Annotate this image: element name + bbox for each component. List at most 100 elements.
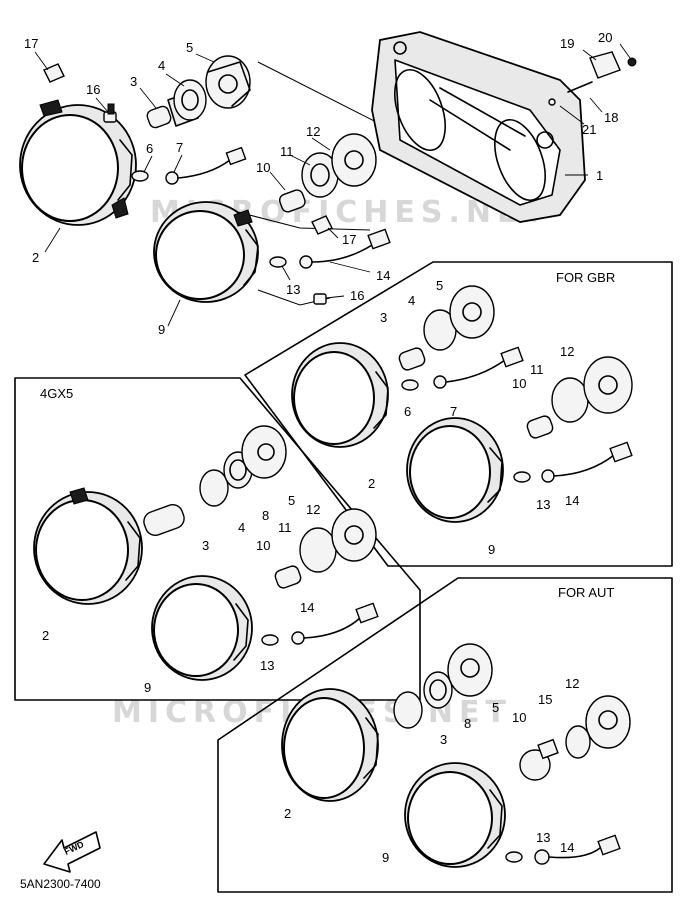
gx5-box-label: 4GX5 <box>40 386 73 401</box>
gx5-part-number-13: 13 <box>260 658 274 673</box>
alignment-line <box>257 61 389 129</box>
aut-part-number-13: 13 <box>536 830 550 845</box>
leader-lines <box>34 43 631 327</box>
aut-part-number-10: 10 <box>512 710 526 725</box>
gx5-box <box>14 377 421 701</box>
wire-14 <box>299 228 391 269</box>
aut-headlight-2 <box>281 688 379 802</box>
position-bulb-13 <box>269 256 287 268</box>
part-number-16: 16 <box>86 82 100 97</box>
gbr-part-number-3: 3 <box>380 310 387 325</box>
aut-bulb-3 <box>393 691 423 729</box>
part-number-6: 6 <box>146 141 153 156</box>
bulb-10 <box>278 189 306 213</box>
gx5-bulb-3 <box>143 504 185 536</box>
gbr-headlight-9 <box>406 417 504 523</box>
gbr-wire-7 <box>433 346 524 389</box>
diagram-code: 5AN2300-7400 <box>20 877 101 891</box>
aut-part-number-9: 9 <box>382 850 389 865</box>
gbr-part-number-13: 13 <box>536 497 550 512</box>
part-number-2: 2 <box>32 250 39 265</box>
gbr-part-number-7: 7 <box>450 404 457 419</box>
gx5-part-number-9: 9 <box>144 680 151 695</box>
gx5-cover-5 <box>241 425 287 479</box>
gbr-part-number-9: 9 <box>488 542 495 557</box>
gbr-box-label: FOR GBR <box>556 270 615 285</box>
gx5-part-number-3: 3 <box>202 538 209 553</box>
gx5-bulb-13 <box>261 634 279 646</box>
gx5-part-number-12: 12 <box>306 502 320 517</box>
part-number-18: 18 <box>604 110 618 125</box>
gbr-bulb-6 <box>401 379 419 391</box>
gbr-cover-12 <box>583 356 633 414</box>
aut-cover-5 <box>447 643 493 697</box>
headlight-right-top <box>153 201 259 303</box>
aut-bulb-13 <box>505 851 523 863</box>
gbr-part-number-4: 4 <box>408 293 415 308</box>
part-number-16-b: 16 <box>350 288 364 303</box>
part-number-20: 20 <box>598 30 612 45</box>
aut-part-number-3: 3 <box>440 732 447 747</box>
gx5-part-number-2: 2 <box>42 628 49 643</box>
gx5-part-number-4: 4 <box>238 520 245 535</box>
part-number-4: 4 <box>158 58 165 73</box>
gbr-bulb-10 <box>526 415 554 439</box>
part-number-17: 17 <box>24 36 38 51</box>
clip-17 <box>43 63 65 83</box>
aut-ring-8 <box>423 671 453 709</box>
gx5-part-number-14: 14 <box>300 600 314 615</box>
alignment-line <box>229 209 371 231</box>
gbr-part-number-5: 5 <box>436 278 443 293</box>
gx5-headlight-2 <box>33 487 143 605</box>
position-bulb-6 <box>131 170 149 182</box>
wire-7 <box>165 146 247 185</box>
gbr-bulb-3 <box>398 347 426 371</box>
gx5-part-number-10: 10 <box>256 538 270 553</box>
part-number-9: 9 <box>158 322 165 337</box>
gbr-part-number-14: 14 <box>565 493 579 508</box>
gbr-part-number-2: 2 <box>368 476 375 491</box>
aut-part-number-8: 8 <box>464 716 471 731</box>
part-number-13: 13 <box>286 282 300 297</box>
gbr-box <box>244 261 673 567</box>
gbr-wire-14 <box>541 441 633 483</box>
gx5-part-number-8: 8 <box>262 508 269 523</box>
part-number-17-b: 17 <box>342 232 356 247</box>
gbr-part-number-6: 6 <box>404 404 411 419</box>
part-number-14: 14 <box>376 268 390 283</box>
part-number-21: 21 <box>582 122 596 137</box>
fwd-arrow-icon: FWD <box>43 831 101 873</box>
gbr-socket-11 <box>551 377 589 423</box>
aut-part-number-14: 14 <box>560 840 574 855</box>
gx5-part-number-11: 11 <box>278 520 292 535</box>
cover-5 <box>205 55 251 109</box>
part-number-11: 11 <box>280 144 294 159</box>
screw-16 <box>103 103 117 123</box>
gx5-wire-14 <box>291 602 379 645</box>
socket-4 <box>173 79 207 121</box>
aut-part-number-5: 5 <box>492 700 499 715</box>
headlight-housing <box>371 31 586 223</box>
gx5-cover-12 <box>331 508 377 562</box>
aut-part-number-2: 2 <box>284 806 291 821</box>
gbr-part-number-10: 10 <box>512 376 526 391</box>
aut-wire-14 <box>534 834 621 865</box>
gx5-bulb-10 <box>274 565 302 589</box>
headlight-left-top <box>19 99 137 226</box>
gbr-cover-5 <box>449 285 495 339</box>
gbr-part-number-11: 11 <box>530 362 544 377</box>
clip-17b <box>311 215 333 235</box>
part-number-10: 10 <box>256 160 270 175</box>
aut-box <box>217 577 673 893</box>
gx5-socket-11 <box>299 527 337 573</box>
gbr-part-number-12: 12 <box>560 344 574 359</box>
screw-16b <box>313 293 327 305</box>
aut-headlight-9 <box>404 762 506 868</box>
part-number-5: 5 <box>186 40 193 55</box>
part-number-19: 19 <box>560 36 574 51</box>
aut-bulb-10 <box>519 738 559 781</box>
aut-box-label: FOR AUT <box>558 585 614 600</box>
cover-12 <box>331 133 377 187</box>
aut-ring-15 <box>565 725 591 759</box>
